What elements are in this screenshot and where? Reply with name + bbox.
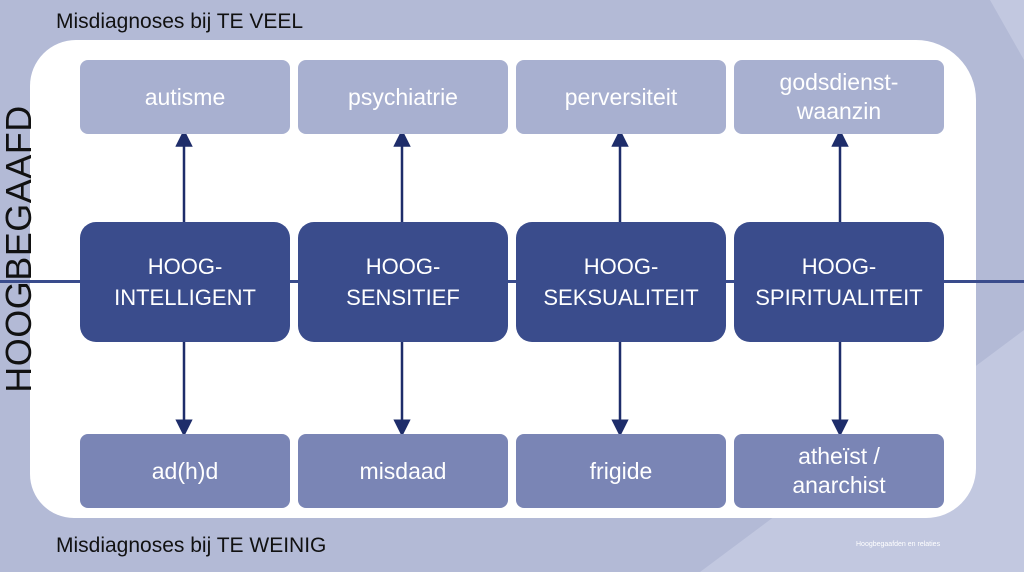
footer-note: Hoogbegaafden en relaties <box>856 541 941 548</box>
top-box-perversiteit: perversiteit <box>516 60 726 134</box>
top-box-autisme: autisme <box>80 60 290 134</box>
bottom-box-atheist-anarchist: atheïst / anarchist <box>734 434 944 508</box>
bottom-box-adhd: ad(h)d <box>80 434 290 508</box>
bottom-caption: Misdiagnoses bij TE WEINIG <box>56 534 327 557</box>
main-box-hoog-seksualiteit: HOOG- SEKSUALITEIT <box>516 222 726 342</box>
top-caption: Misdiagnoses bij TE VEEL <box>56 10 304 33</box>
top-box-godsdienstwaanzin: godsdienst- waanzin <box>734 60 944 134</box>
main-box-hoog-intelligent: HOOG- INTELLIGENT <box>80 222 290 342</box>
bottom-box-frigide: frigide <box>516 434 726 508</box>
bottom-box-misdaad: misdaad <box>298 434 508 508</box>
horizontal-axis-line <box>0 280 1024 283</box>
main-box-hoog-sensitief: HOOG- SENSITIEF <box>298 222 508 342</box>
top-box-psychiatrie: psychiatrie <box>298 60 508 134</box>
main-box-hoog-spiritualiteit: HOOG- SPIRITUALITEIT <box>734 222 944 342</box>
